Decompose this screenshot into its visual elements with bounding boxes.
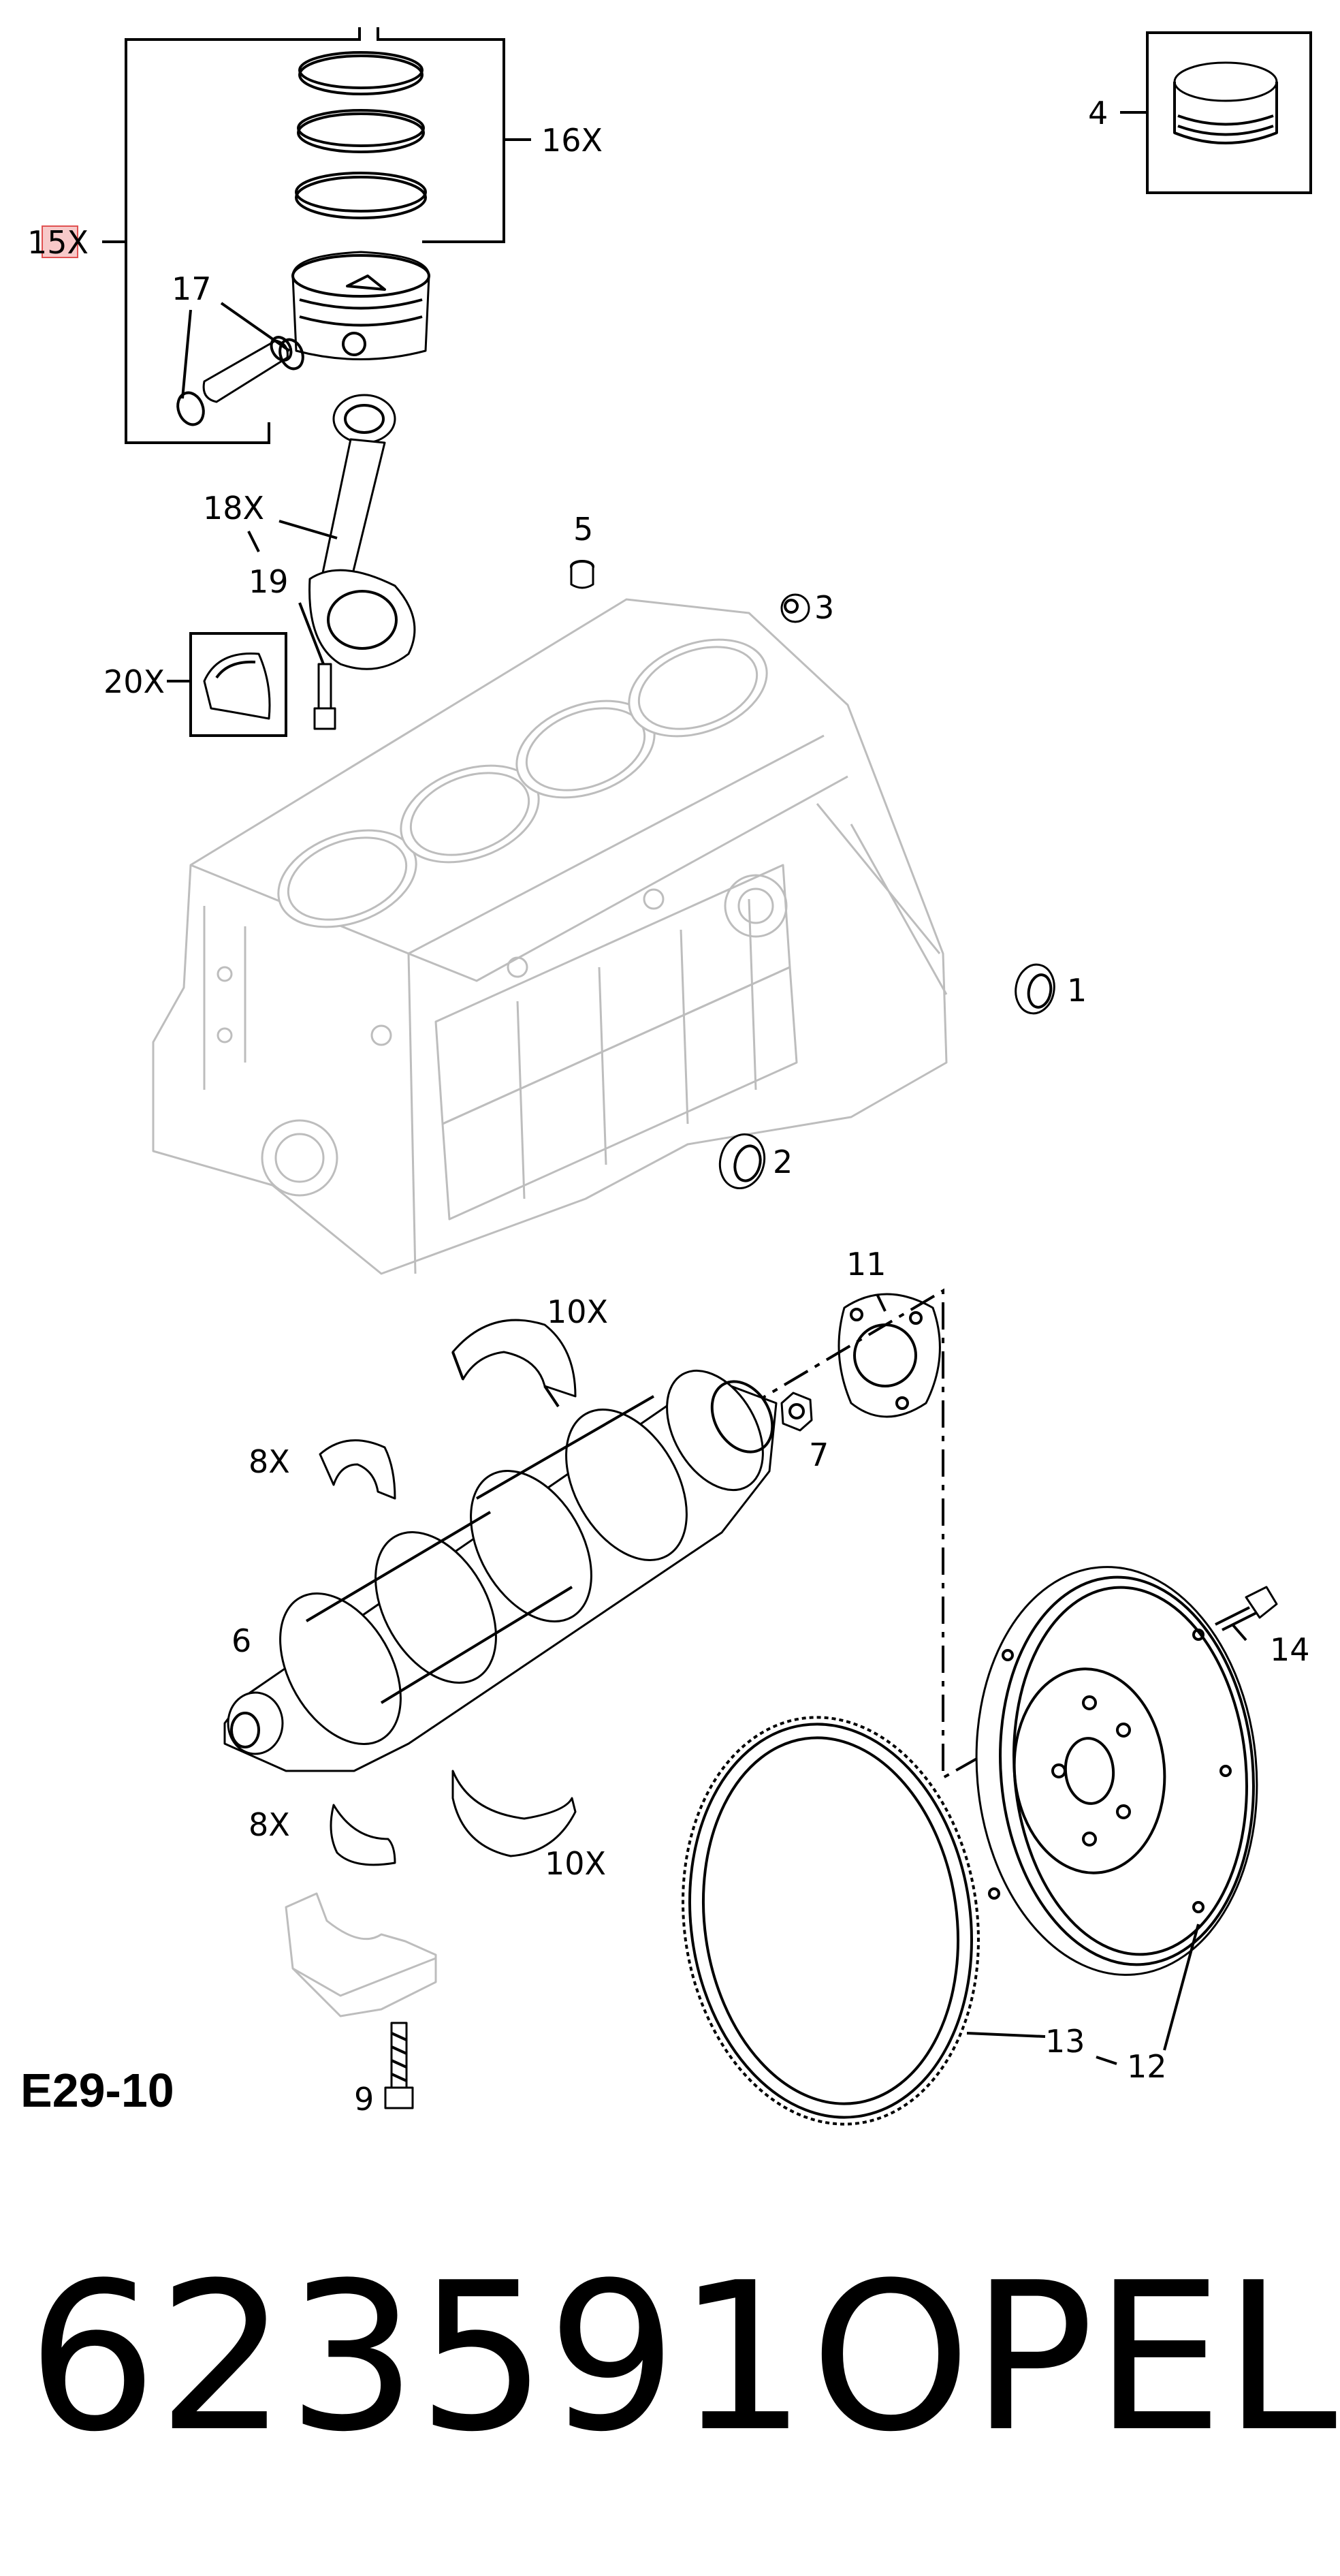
callout-8-upper: 8X <box>249 1443 290 1480</box>
crank-plate <box>838 1293 941 1418</box>
callout-3: 3 <box>814 589 834 626</box>
main-bearing-bolt <box>384 2022 414 2109</box>
brand-name: OPEL <box>810 2239 1338 2477</box>
callout-14: 14 <box>1270 1631 1310 1668</box>
bearing-shell-lower <box>451 1770 577 1857</box>
seal-1 <box>1015 963 1055 1015</box>
piston-assembly-group <box>102 27 531 444</box>
piston-pin <box>202 336 293 403</box>
ring-gear <box>682 1716 980 2126</box>
thrust-bearing-lower <box>330 1804 396 1866</box>
callout-4: 4 <box>1088 95 1108 131</box>
piston-rings <box>295 51 427 219</box>
callout-13: 13 <box>1045 2023 1085 2060</box>
piston <box>291 251 430 360</box>
callout-20: 20X <box>103 663 165 700</box>
rod-bearing-box <box>167 632 287 737</box>
part-number: 623591 <box>27 2239 807 2477</box>
plug-3 <box>780 593 810 623</box>
thrust-bearing-upper <box>319 1439 396 1500</box>
callout-6: 6 <box>232 1622 251 1659</box>
callout-15: 15X <box>27 224 89 261</box>
callout-17: 17 <box>172 270 212 307</box>
diagram-reference: E29-10 <box>20 2064 174 2117</box>
bearing-shell-upper <box>451 1319 577 1408</box>
callout-highlight <box>42 225 78 258</box>
connecting-rod <box>278 394 416 670</box>
engine-block <box>152 598 948 1275</box>
flywheel-bolt <box>1215 1586 1278 1642</box>
flywheel <box>975 1566 1258 1976</box>
callout-9: 9 <box>354 2081 374 2118</box>
callout-2: 2 <box>773 1144 793 1180</box>
callout-18: 18X <box>203 490 264 527</box>
callout-1: 1 <box>1067 972 1087 1009</box>
circlip-left <box>176 391 205 426</box>
callout-12: 12 <box>1127 2048 1167 2085</box>
sealing-plug-box <box>1120 31 1312 194</box>
crankshaft <box>223 1369 778 1772</box>
callout-11: 11 <box>846 1246 887 1283</box>
callout-labels: 15X 16X 17 4 18X 5 3 19 20X 1 2 11 10X 7… <box>27 95 1310 2118</box>
callout-7: 7 <box>809 1436 829 1473</box>
callout-8-lower: 8X <box>249 1806 290 1843</box>
callout-19: 19 <box>249 563 289 600</box>
circlip-right <box>278 338 304 371</box>
callout-5: 5 <box>573 511 593 548</box>
dowel-sleeve <box>570 560 594 589</box>
rod-bolt <box>298 602 336 730</box>
callout-10-upper: 10X <box>547 1293 608 1330</box>
main-bearing-cap <box>285 1892 437 2017</box>
crank-nut <box>780 1392 813 1432</box>
seal-2 <box>718 1133 766 1190</box>
callout-16: 16X <box>541 122 603 159</box>
callout-10-lower: 10X <box>545 1845 606 1882</box>
